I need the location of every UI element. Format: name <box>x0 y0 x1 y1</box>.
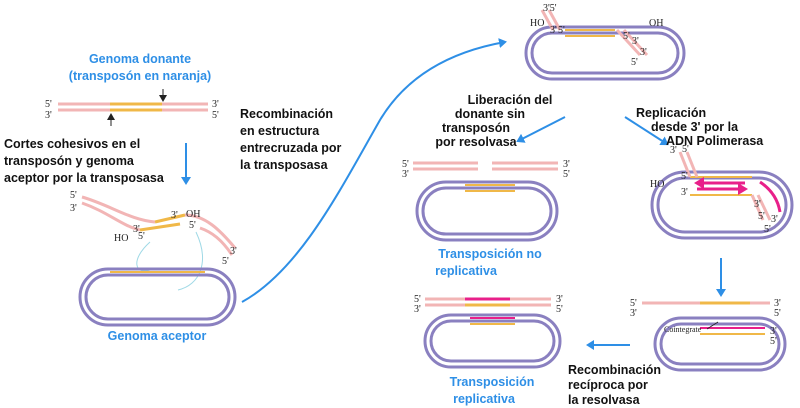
end-label: HO <box>530 18 544 29</box>
release-line4: por resolvasa <box>435 135 517 149</box>
recomb-line4: la transposasa <box>240 158 329 172</box>
end-label: 3' <box>632 36 639 47</box>
replication-line2: desde 3' por la <box>651 120 739 134</box>
end-label: 3' <box>681 187 688 198</box>
end-label: 3'5' <box>543 3 557 14</box>
cointegrate-structure <box>642 301 787 372</box>
end-label: 3' <box>630 308 637 319</box>
reciprocal-line1: Recombinación <box>568 363 661 377</box>
reciprocal-line3: la resolvasa <box>568 393 641 407</box>
end-label: 3' <box>212 99 219 110</box>
end-label: 5' <box>774 308 781 319</box>
cuts-line1: Cortes cohesivos en el <box>4 137 140 151</box>
donor-title-line2: (transposón en naranja) <box>69 69 211 83</box>
crossover-structure <box>524 9 686 81</box>
end-label: 5' <box>623 31 630 42</box>
end-label: 3' <box>550 25 557 36</box>
end-label: 5' <box>414 294 421 305</box>
donor-title-line1: Genoma donante <box>89 52 191 66</box>
end-label: 3' <box>402 169 409 180</box>
end-label: 5' <box>45 99 52 110</box>
acceptor-label: Genoma aceptor <box>108 329 207 343</box>
end-label: 5' <box>558 25 565 36</box>
end-label: 3' <box>45 110 52 121</box>
end-label: OH <box>186 209 200 220</box>
end-label: 5' <box>681 171 688 182</box>
arrow-curve-to-crossover <box>241 38 507 303</box>
end-label: 5' <box>682 144 689 155</box>
end-label: 5' <box>556 304 563 315</box>
end-label: 3' <box>563 159 570 170</box>
release-line1: Liberación del <box>468 93 553 107</box>
nonreplicative-line1: Transposición no <box>438 247 542 261</box>
nonreplicative-plasmid <box>415 180 559 242</box>
end-label: 3' <box>774 298 781 309</box>
acceptor-plasmid <box>78 267 237 327</box>
end-label: 5' <box>222 256 229 267</box>
end-label: 5' <box>563 169 570 180</box>
end-label: 3' <box>770 326 777 337</box>
reciprocal-line2: recíproca por <box>568 378 648 392</box>
end-label: 5' <box>402 159 409 170</box>
end-label: 3' <box>230 246 237 257</box>
end-label: 5' <box>631 57 638 68</box>
arrow-to-release <box>516 116 566 143</box>
replication-line1: Replicación <box>636 106 706 120</box>
release-line3: transposón <box>442 121 510 135</box>
cuts-line3: aceptor por la transposasa <box>4 171 165 185</box>
end-label: 5' <box>189 220 196 231</box>
arrow-to-replication <box>624 116 669 146</box>
end-label: 5' <box>212 110 219 121</box>
recomb-line2: en estructura <box>240 124 320 138</box>
end-label: 5' <box>138 231 145 242</box>
end-label: 5' <box>764 224 771 235</box>
cointegrate-pointer <box>706 321 719 330</box>
end-label: 5' <box>770 336 777 347</box>
end-label: 3' <box>414 304 421 315</box>
end-label: 3' <box>771 214 778 225</box>
replication-line3: ADN Polimerasa <box>666 134 764 148</box>
end-label: 3' <box>133 224 140 235</box>
donor-genome <box>58 89 208 126</box>
replication-structure <box>650 151 794 240</box>
end-label: 3' <box>670 145 677 156</box>
nonreplicative-line2: replicativa <box>435 264 498 278</box>
release-line2: donante sin <box>455 107 525 121</box>
end-label: 3' <box>70 203 77 214</box>
end-label: 5' <box>70 190 77 201</box>
end-label: 3' <box>556 294 563 305</box>
end-label: 3' <box>640 47 647 58</box>
replicative-line2: replicativa <box>453 392 516 406</box>
end-label: OH <box>649 18 663 29</box>
end-label: 5' <box>758 211 765 222</box>
end-label: 5' <box>630 298 637 309</box>
recomb-line1: Recombinación <box>240 107 333 121</box>
replicative-result <box>423 297 562 369</box>
recomb-line3: entrecruzada por <box>240 141 342 155</box>
released-donor <box>413 161 558 171</box>
end-label: HO <box>114 233 128 244</box>
cointegrate-label: Cointegrate <box>664 325 702 334</box>
cuts-line2: transposón y genoma <box>4 154 135 168</box>
replicative-line1: Transposición <box>450 375 535 389</box>
end-label: 3' <box>171 210 178 221</box>
end-label: 3' <box>754 199 761 210</box>
end-label: HO <box>650 179 664 190</box>
